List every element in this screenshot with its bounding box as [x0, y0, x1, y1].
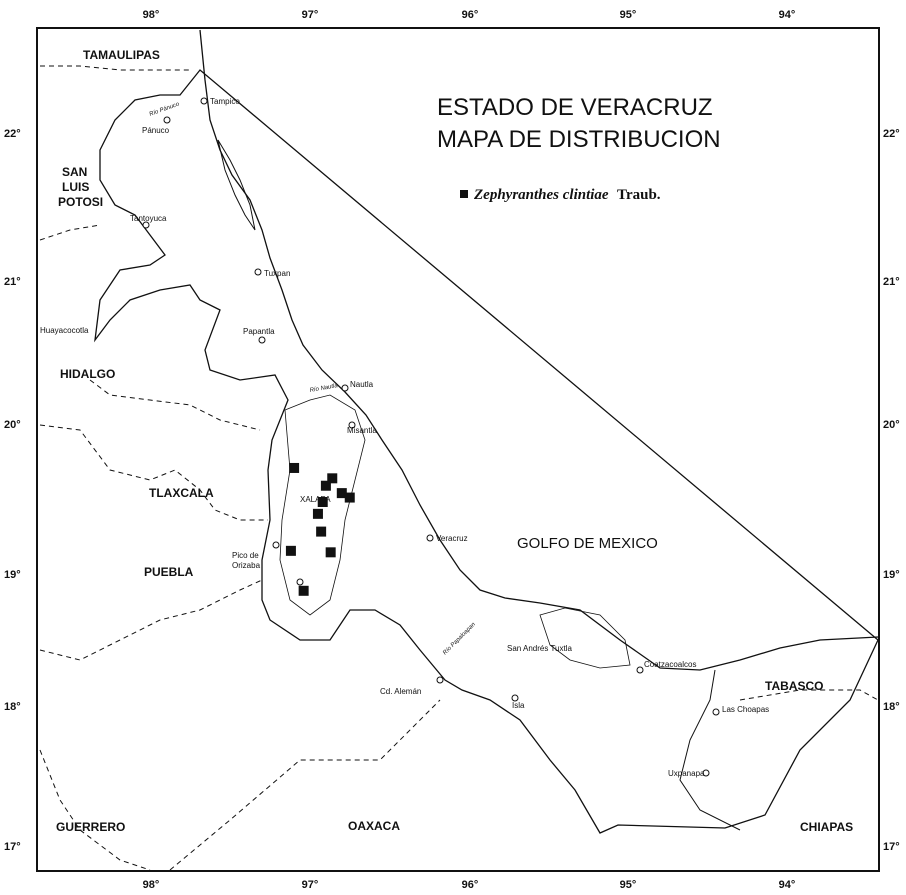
- city-label: Orizaba: [232, 561, 261, 570]
- lat-label-right: 17°: [883, 841, 900, 853]
- legend-author: Traub.: [617, 187, 661, 203]
- river-label: Río Nautla: [309, 383, 339, 394]
- tuxtlas-outline: [539, 607, 631, 669]
- city-label: Misantla: [347, 426, 377, 435]
- latitude-axis-right: 22° 21° 20° 19° 18° 17°: [883, 128, 900, 853]
- lat-label-right: 19°: [883, 569, 900, 581]
- record-marker: [336, 488, 347, 499]
- record-marker: [316, 526, 327, 537]
- species-records: [285, 462, 355, 596]
- record-marker: [320, 480, 331, 491]
- legend-species: Zephyranthes clintiae: [473, 187, 609, 203]
- river-labels: Río Pánuco Río Nautla Río Papaloapan: [149, 101, 478, 656]
- state-label: POTOSI: [58, 195, 103, 209]
- city-label: Papantla: [243, 327, 275, 336]
- state-label: TABASCO: [765, 679, 823, 693]
- lon-label-bottom: 98°: [143, 879, 160, 891]
- lat-label-left: 20°: [4, 419, 21, 431]
- city-label: Cd. Alemán: [380, 687, 421, 696]
- state-labels: TAMAULIPAS SAN LUIS POTOSI HIDALGO TLAXC…: [56, 48, 853, 834]
- lon-label-top: 97°: [302, 9, 319, 21]
- state-label: TAMAULIPAS: [83, 48, 160, 62]
- city-label: Nautla: [350, 380, 374, 389]
- record-marker: [325, 547, 336, 558]
- city-label: Veracruz: [436, 534, 468, 543]
- lat-label-left: 18°: [4, 701, 21, 713]
- map-title-line2: MAPA DE DISTRIBUCION: [437, 126, 721, 153]
- city-label: Pico de: [232, 551, 259, 560]
- lon-label-top: 96°: [462, 9, 479, 21]
- city-label: XALAPA: [300, 495, 331, 504]
- city-label: San Andrés Tuxtla: [507, 644, 572, 653]
- lon-label-bottom: 94°: [779, 879, 796, 891]
- lon-label-bottom: 96°: [462, 879, 479, 891]
- city-label: Isla: [512, 701, 525, 710]
- gulf-label: GOLFO DE MEXICO: [517, 535, 658, 552]
- city-label: Las Choapas: [722, 705, 769, 714]
- river-label: Río Pánuco: [149, 101, 181, 118]
- legend: Zephyranthes clintiae Traub.: [460, 186, 661, 203]
- state-label: CHIAPAS: [800, 820, 853, 834]
- latitude-axis-left: 22° 21° 20° 19° 18° 17°: [4, 128, 21, 853]
- lon-label-top: 95°: [620, 9, 637, 21]
- lon-label-bottom: 95°: [620, 879, 637, 891]
- legend-square-icon: [460, 190, 468, 198]
- lat-label-left: 17°: [4, 841, 21, 853]
- city-label: Coatzacoalcos: [644, 660, 696, 669]
- record-marker: [312, 508, 323, 519]
- state-label: LUIS: [62, 180, 89, 194]
- city-label: Uxpanapa: [668, 769, 705, 778]
- record-marker: [317, 497, 328, 507]
- state-boundaries: [39, 65, 879, 871]
- lat-label-right: 20°: [883, 419, 900, 431]
- state-label: HIDALGO: [60, 367, 115, 381]
- lat-label-left: 19°: [4, 569, 21, 581]
- lat-label-right: 18°: [883, 701, 900, 713]
- city-labels: Tampico Pánuco Tantoyuca Tuxpan Papantla…: [40, 97, 769, 778]
- city-label: Tuxpan: [264, 269, 290, 278]
- state-label: OAXACA: [348, 819, 400, 833]
- lat-label-right: 22°: [883, 128, 900, 140]
- lon-label-bottom: 97°: [302, 879, 319, 891]
- river-label: Río Papaloapan: [442, 621, 477, 656]
- lon-label-top: 98°: [143, 9, 160, 21]
- lat-label-left: 21°: [4, 276, 21, 288]
- record-marker: [327, 473, 338, 484]
- record-marker: [285, 545, 296, 556]
- veracruz-boundary: [94, 29, 879, 834]
- record-marker: [344, 492, 355, 503]
- city-label: Tampico: [210, 97, 240, 106]
- record-marker: [289, 462, 300, 473]
- city-markers: [142, 97, 720, 777]
- city-label: Pánuco: [142, 126, 170, 135]
- laguna-tamiahua: [217, 139, 256, 231]
- lat-label-left: 22°: [4, 128, 21, 140]
- city-label: Huayacocotla: [40, 326, 89, 335]
- longitude-axis-bottom: 98° 97° 96° 95° 94°: [143, 879, 796, 891]
- state-label: TLAXCALA: [149, 486, 214, 500]
- city-label: Tantoyuca: [130, 214, 167, 223]
- longitude-axis-top: 98° 97° 96° 95° 94°: [143, 9, 796, 21]
- sierra-xalapa-outline: [279, 394, 366, 616]
- state-label: GUERRERO: [56, 820, 125, 834]
- lon-label-top: 94°: [779, 9, 796, 21]
- state-label: SAN: [62, 165, 87, 179]
- tabasco-border: [679, 669, 741, 831]
- record-marker: [298, 585, 309, 596]
- lat-label-right: 21°: [883, 276, 900, 288]
- legend-label: Zephyranthes clintiae Traub.: [473, 186, 661, 203]
- state-label: PUEBLA: [144, 565, 194, 579]
- map-title-line1: ESTADO DE VERACRUZ: [437, 94, 713, 121]
- map-frame: [36, 27, 880, 872]
